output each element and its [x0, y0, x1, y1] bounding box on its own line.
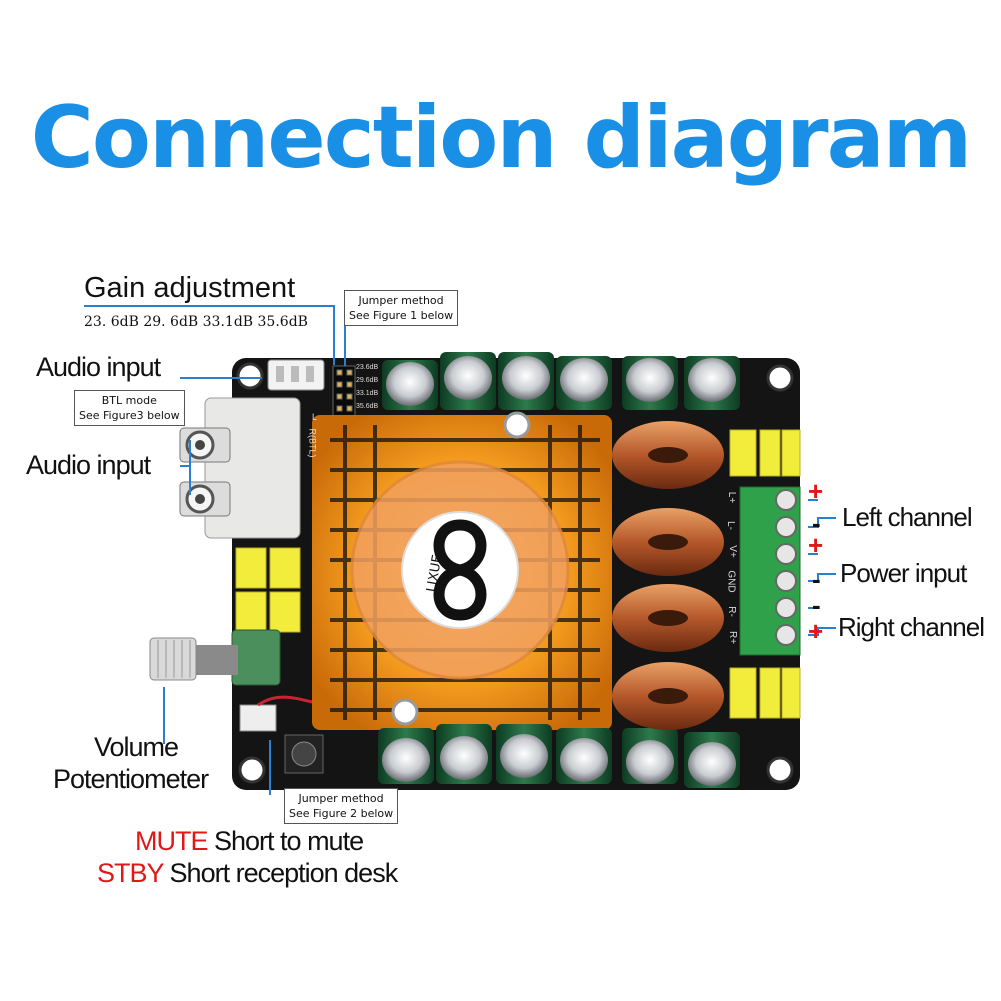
silk-v-plus: V+ [726, 545, 738, 558]
mount-hole [766, 364, 794, 392]
gain-silk-2: 29.6dB [356, 377, 379, 384]
audio-input-rca-label: Audio input [26, 450, 151, 480]
terminal-sign-2: - [812, 508, 821, 538]
jumper-method-2-sub: See Figure 2 below [289, 807, 394, 820]
gain-silk-1: 23.6dB [356, 364, 379, 371]
pot-knob [149, 637, 197, 681]
film-capacitors-right [729, 429, 801, 719]
gain-silk-3: 33.1dB [356, 390, 379, 397]
audio-input-top-label: Audio input [36, 352, 161, 382]
jumper-method-1-sub: See Figure 1 below [349, 309, 454, 322]
rca-housing [204, 397, 301, 539]
pot-shaft [190, 645, 238, 675]
mount-hole [236, 362, 264, 390]
mute-key: MUTE [135, 826, 208, 856]
terminal-sign-5: - [812, 590, 821, 620]
silk-l: L [312, 412, 318, 422]
left-channel-label: Left channel [842, 502, 973, 532]
jumper-method-1-title: Jumper method [358, 294, 444, 307]
capacitor-row-top [382, 352, 740, 410]
stby-line: STBY Short reception desk [97, 858, 399, 889]
stby-desc: Short reception desk [169, 858, 399, 888]
jumper-method-note-1: Jumper method See Figure 1 below [344, 290, 459, 326]
pot-body [231, 629, 281, 686]
capacitor-row-bottom [378, 724, 740, 788]
gain-jumper-pins [332, 365, 356, 417]
volume-label: Volume [94, 732, 179, 762]
rca-jack-top [179, 427, 231, 463]
gain-silk-4: 35.6dB [356, 403, 379, 410]
silk-l-plus: L+ [726, 491, 738, 504]
film-capacitors-left [235, 547, 301, 633]
terminal-sign-6: + [808, 616, 824, 646]
mute-connector [239, 704, 277, 732]
mount-hole [503, 411, 531, 439]
stby-key: STBY [97, 858, 164, 888]
terminal-sign-4: - [812, 564, 821, 594]
rca-jack-bottom [179, 481, 231, 517]
potentiometer-label: Potentiometer [53, 764, 209, 794]
btl-mode-sub: See Figure3 below [79, 409, 180, 422]
silk-r-plus: R+ [727, 630, 739, 645]
toroid-coils [612, 421, 724, 730]
jumper-method-note-2: Jumper method See Figure 2 below [284, 788, 399, 824]
silk-l-minus: L- [724, 521, 736, 530]
page-title: Connection diagram [30, 88, 972, 188]
terminal-sign-3: + [808, 530, 824, 560]
terminal-block [739, 486, 801, 656]
right-channel-label: Right channel [838, 612, 985, 642]
gain-adjustment-label: Gain adjustment [84, 272, 296, 304]
silk-btl: R(BTL) [307, 428, 318, 458]
gain-values: 23. 6dB 29. 6dB 33.1dB 35.6dB [84, 314, 308, 330]
silk-gnd: GND [725, 570, 737, 593]
mount-hole [391, 698, 419, 726]
mount-hole [238, 756, 266, 784]
power-input-label: Power input [840, 558, 967, 588]
btl-mode-title: BTL mode [101, 394, 157, 407]
jumper-method-2-title: Jumper method [298, 792, 384, 805]
mute-desc: Short to mute [214, 826, 364, 856]
terminal-sign-1: + [808, 476, 824, 506]
btl-mode-note: BTL mode See Figure3 below [74, 390, 185, 426]
mount-hole [766, 756, 794, 784]
silk-r-minus: R- [725, 606, 737, 617]
mute-line: MUTE Short to mute [135, 826, 364, 857]
brand-logo [433, 519, 487, 621]
